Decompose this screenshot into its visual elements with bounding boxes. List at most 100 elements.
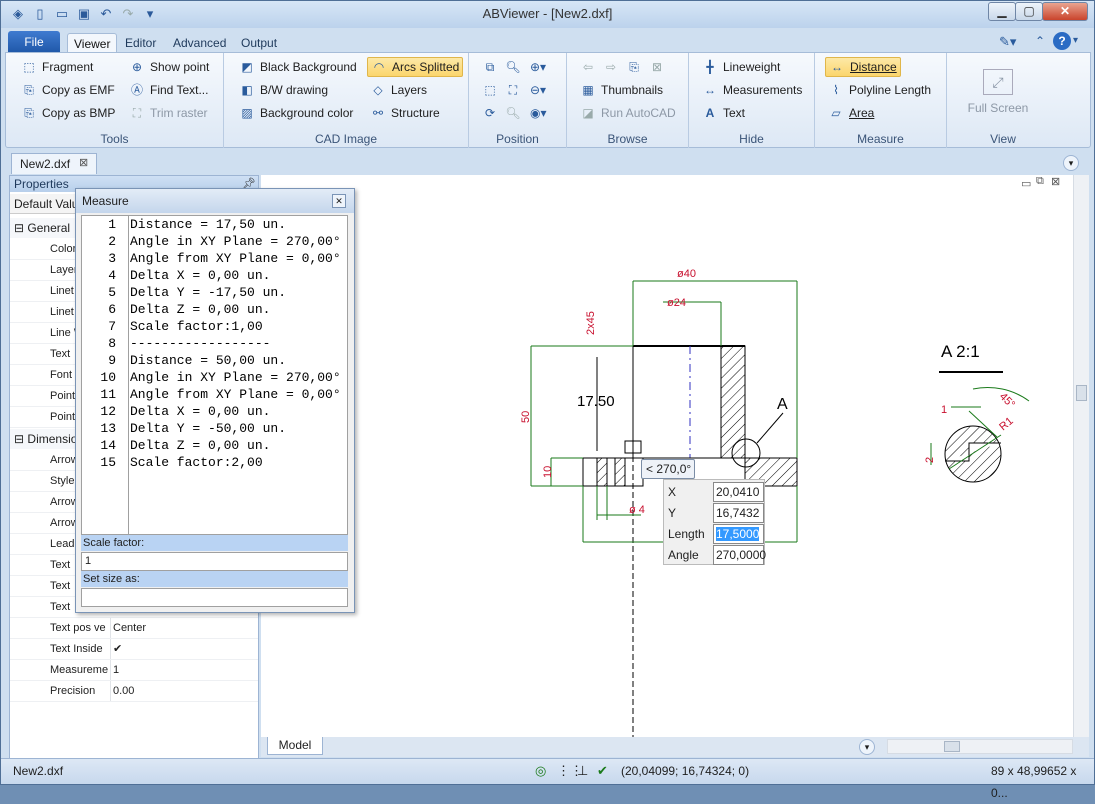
property-value[interactable]: ✔ bbox=[110, 639, 256, 659]
lineweight-button[interactable]: ╋Lineweight bbox=[699, 57, 783, 77]
horizontal-scrollbar[interactable] bbox=[887, 739, 1073, 754]
property-row[interactable]: Text Inside✔ bbox=[10, 639, 258, 660]
line-number: 12 bbox=[100, 404, 116, 419]
tab-file[interactable]: File bbox=[8, 31, 60, 53]
fit-to-window-icon[interactable]: ⬚ bbox=[484, 83, 496, 97]
zoom-in-icon[interactable]: ⊕▾ bbox=[530, 60, 547, 74]
grid-icon[interactable]: ⋮⋮ bbox=[557, 763, 583, 778]
close-file-icon[interactable]: ⊠ bbox=[651, 60, 663, 74]
tab-model[interactable]: Model bbox=[267, 737, 323, 755]
thumbnails-button[interactable]: ▦Thumbnails bbox=[577, 80, 666, 100]
background-color-button[interactable]: ▨Background color bbox=[236, 103, 356, 123]
ortho-icon[interactable]: ⊥ bbox=[577, 763, 589, 778]
angle-value-field[interactable]: 270,0000 bbox=[713, 545, 766, 565]
property-name: Leade bbox=[50, 538, 81, 550]
set-size-field[interactable] bbox=[81, 588, 348, 607]
prev-file-icon[interactable]: ⇦ bbox=[582, 60, 594, 74]
style-icon[interactable]: ✎▾ bbox=[999, 34, 1017, 49]
copy-as-bmp-button[interactable]: ⎘Copy as BMP bbox=[18, 103, 118, 123]
property-name: Point bbox=[50, 411, 76, 423]
pan-icon[interactable]: ◉▾ bbox=[530, 106, 547, 120]
distance-button[interactable]: ↔Distance bbox=[825, 57, 901, 77]
zoom-extents-icon[interactable]: ⛶ bbox=[508, 83, 518, 97]
bw-drawing-button[interactable]: ◧B/W drawing bbox=[236, 80, 331, 100]
open-next-icon[interactable]: ⎘ bbox=[629, 60, 639, 74]
polar-icon[interactable]: ✔ bbox=[597, 763, 608, 778]
copy-as-emf-button[interactable]: ⎘Copy as EMF bbox=[18, 80, 118, 100]
line-number: 3 bbox=[108, 251, 116, 266]
zoom-real-icon[interactable]: 🔍︎ bbox=[505, 60, 521, 74]
help-icon[interactable]: ? bbox=[1053, 32, 1071, 50]
snap-icon[interactable]: ◎ bbox=[535, 763, 547, 778]
length-value-field[interactable]: 17,5000 bbox=[713, 524, 764, 544]
scale-factor-field[interactable]: 1 bbox=[81, 552, 348, 571]
next-file-icon[interactable]: ⇨ bbox=[605, 60, 617, 74]
zoom-previous-icon[interactable]: 🔍︎ bbox=[505, 106, 521, 120]
line-text: Scale factor:1,00 bbox=[130, 319, 263, 334]
customize-qat-icon[interactable]: ▾ bbox=[146, 6, 154, 21]
zoom-out-icon[interactable]: ⊖▾ bbox=[530, 83, 547, 97]
property-value[interactable]: Center bbox=[110, 618, 256, 638]
thumbnails-icon: ▦ bbox=[582, 83, 594, 97]
structure-button[interactable]: ⚯Structure bbox=[367, 103, 443, 123]
line-text: Angle from XY Plane = 0,00° bbox=[130, 251, 341, 266]
help-dropdown-icon[interactable]: ▾ bbox=[1073, 35, 1079, 46]
tab-editor[interactable]: Editor bbox=[125, 36, 157, 50]
area-button[interactable]: ▱Area bbox=[825, 103, 877, 123]
measurements-button[interactable]: ↔Measurements bbox=[704, 83, 803, 97]
new-file-icon[interactable]: ▯ bbox=[36, 6, 44, 21]
tab-advanced[interactable]: Advanced bbox=[173, 36, 227, 50]
drawing-canvas[interactable]: ▭ ⧉ ⊠ bbox=[261, 175, 1089, 737]
canvas-restore-icon[interactable]: ⧉ bbox=[1036, 175, 1044, 187]
collapse-dimension-icon[interactable]: ⊟ bbox=[14, 432, 25, 446]
full-screen-label[interactable]: Full Screen bbox=[967, 101, 1029, 115]
canvas-minimize-icon[interactable]: ▭ bbox=[1021, 178, 1032, 190]
layers-button[interactable]: ◇Layers bbox=[367, 80, 430, 100]
minimize-button[interactable]: ▁ bbox=[988, 2, 1016, 21]
show-point-button[interactable]: ⊕Show point bbox=[126, 57, 212, 77]
collapse-ribbon-icon[interactable]: ⌃ bbox=[1035, 34, 1046, 48]
polyline-length-button[interactable]: ⌇Polyline Length bbox=[825, 80, 934, 100]
redo-icon[interactable]: ↷ bbox=[122, 6, 134, 21]
zoom-window-icon[interactable]: ⧉ bbox=[485, 60, 495, 74]
run-autocad-button[interactable]: ◪Run AutoCAD bbox=[577, 103, 679, 123]
arcs-splitted-button[interactable]: ◠Arcs Splitted bbox=[367, 57, 464, 77]
property-row[interactable]: Text bbox=[10, 597, 258, 618]
doc-tab-new2[interactable]: New2.dxf bbox=[11, 153, 97, 174]
line-text: Distance = 50,00 un. bbox=[130, 353, 287, 368]
measure-close-icon[interactable]: ✕ bbox=[332, 194, 346, 208]
full-screen-icon[interactable]: ⤢ bbox=[983, 69, 1013, 95]
collapse-general-icon[interactable]: ⊟ bbox=[14, 221, 25, 235]
close-button[interactable]: ✕ bbox=[1042, 2, 1088, 21]
app-logo-icon[interactable]: ◈ bbox=[13, 6, 23, 21]
tab-output[interactable]: Output bbox=[241, 36, 278, 50]
fragment-button[interactable]: ⬚Fragment bbox=[18, 57, 96, 77]
y-value-field[interactable]: 16,7432 bbox=[713, 503, 764, 523]
open-folder-icon[interactable]: ▭ bbox=[55, 6, 69, 21]
canvas-close-icon[interactable]: ⊠ bbox=[1051, 176, 1061, 188]
maximize-button[interactable]: ▢ bbox=[1015, 2, 1043, 21]
save-icon[interactable]: ▣ bbox=[77, 6, 91, 21]
pin-icon[interactable]: 📌︎ bbox=[242, 178, 256, 190]
undo-icon[interactable]: ↶ bbox=[100, 6, 112, 21]
trim-raster-button[interactable]: ⛶Trim raster bbox=[126, 103, 211, 123]
layouts-menu-icon[interactable]: ▾ bbox=[859, 739, 875, 755]
black-background-button[interactable]: ◩Black Background bbox=[236, 57, 360, 77]
doc-list-icon[interactable]: ▾ bbox=[1063, 155, 1079, 171]
rotate-icon[interactable]: ⟳ bbox=[484, 106, 496, 120]
close-doc-icon[interactable]: ⊠ bbox=[79, 157, 89, 169]
property-value[interactable]: 1 bbox=[110, 660, 256, 680]
horizontal-scroll-thumb[interactable] bbox=[944, 741, 960, 752]
vertical-scrollbar[interactable] bbox=[1073, 175, 1089, 737]
x-value-field[interactable]: 20,0410 bbox=[713, 482, 764, 502]
property-value[interactable]: 0.00 bbox=[110, 681, 256, 701]
group-label-tools: Tools bbox=[100, 132, 129, 146]
tab-viewer[interactable]: Viewer bbox=[67, 33, 118, 53]
vertical-scroll-thumb[interactable] bbox=[1076, 385, 1087, 401]
